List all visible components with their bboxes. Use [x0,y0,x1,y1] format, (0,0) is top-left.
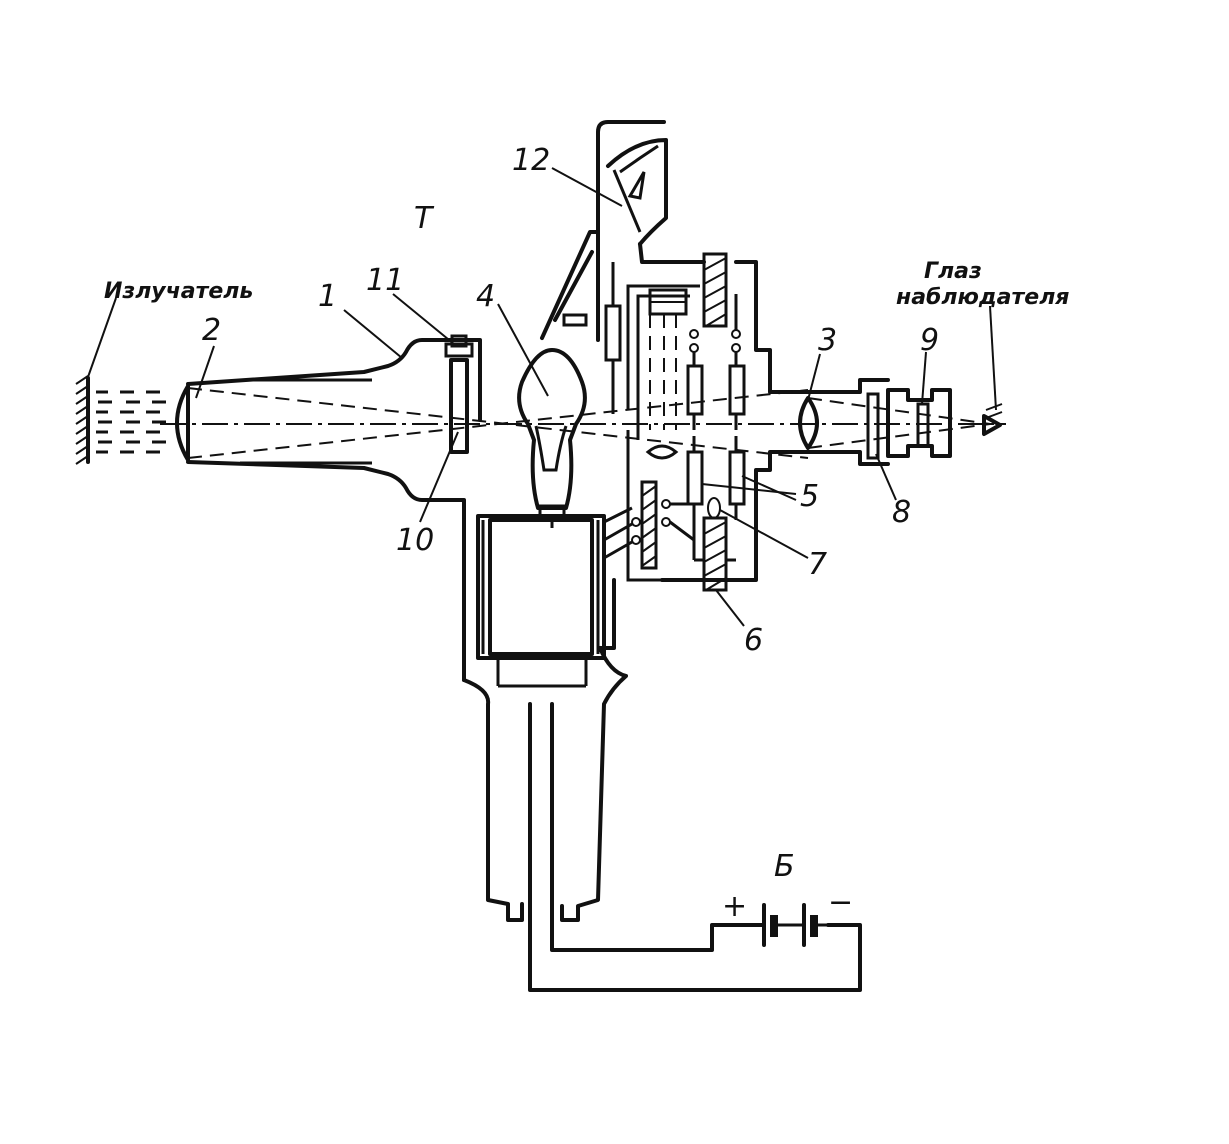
observer-eye-label-line1: Глаз [924,259,982,284]
callout-4: 4 [476,279,495,314]
main-housing [462,120,790,682]
battery-label: Б [774,849,795,884]
eyepiece-tube [786,378,952,466]
battery [762,903,828,947]
focus-ring [444,334,474,454]
objective-tube [186,338,482,522]
objective-lens [175,384,190,462]
lamp-socket-drum [476,514,606,660]
callout-11: 11 [366,263,404,298]
radiation-rays [96,390,166,454]
callout-3: 3 [818,323,837,358]
callout-9: 9 [920,323,939,358]
callout-1: 1 [318,279,337,314]
callout-12: 12 [512,143,550,178]
emitter-surface [75,297,117,465]
callout-5: 5 [800,479,819,514]
battery-plus-sign: + [722,889,747,924]
housing-slot [562,313,588,327]
emitter-label: Излучатель [104,279,253,304]
callout-7: 7 [808,547,827,582]
callout-2: 2 [202,313,221,348]
battery-wiring [528,702,862,992]
callout-8: 8 [892,495,911,530]
pyrometric-lamp [517,348,587,528]
light-rays [187,387,991,459]
t-label: Т [414,201,435,236]
observer-eye-label-line2: наблюдателя [896,285,1069,310]
leader-lines [195,167,1003,627]
internal-circuit [603,252,746,592]
callout-6: 6 [744,623,763,658]
callout-10: 10 [396,523,434,558]
handle [462,646,628,922]
red-filter [866,392,880,460]
battery-minus-sign: − [828,885,853,920]
